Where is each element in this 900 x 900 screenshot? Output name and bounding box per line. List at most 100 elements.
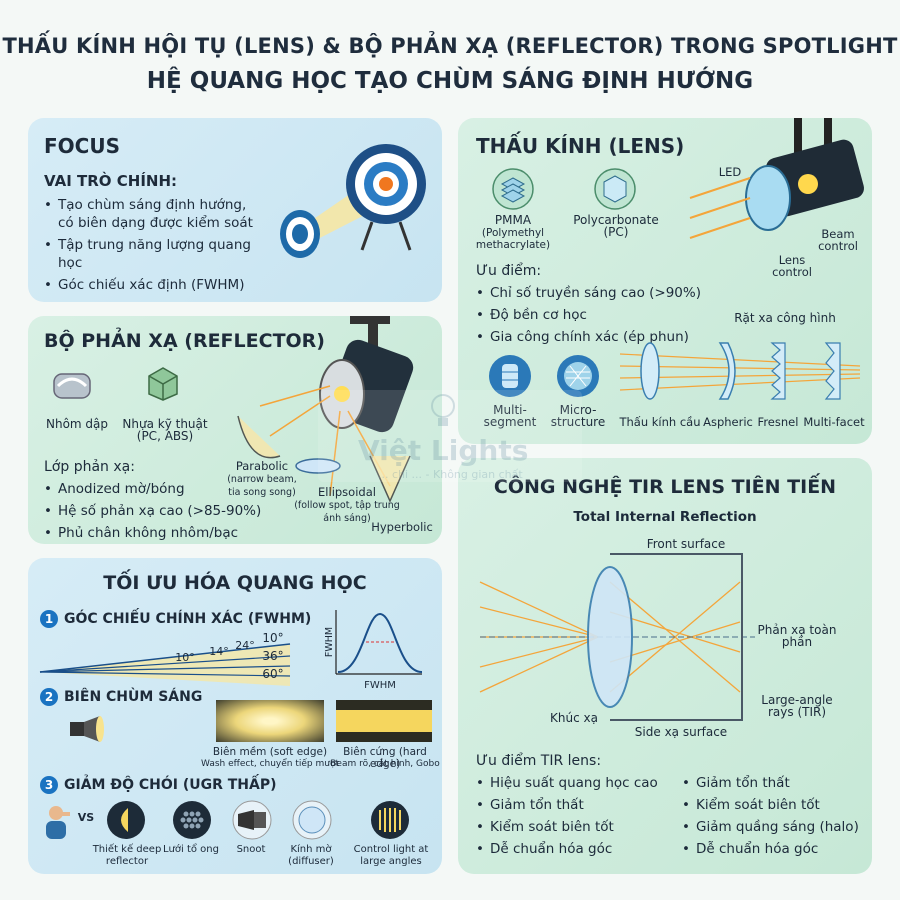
parabolic-name: Parabolic (235, 459, 289, 473)
reflector-list: Anodized mờ/bóng Hệ số phản xạ cao (>85-… (44, 480, 264, 546)
multi-segment-icon (489, 355, 531, 397)
tir-adv-item: Dễ chuẩn hóa góc (682, 840, 868, 858)
reflector-subheading: Lớp phản xạ: (44, 459, 135, 475)
spotlight-reflector-icon (237, 316, 414, 503)
ellipsoidal-note: (follow spot, tập trung ánh sáng) (294, 500, 400, 524)
vs-label: VS (77, 811, 95, 824)
beam-angle-diagram (39, 643, 291, 686)
hard-edge-swatch (336, 700, 432, 742)
lens-adv-heading: Ưu điểm: (476, 263, 542, 279)
glare-label: Lưới tổ ong (162, 844, 219, 855)
tir-adv-item: Giảm tổn thất (476, 796, 676, 814)
lens-type-label: Micro-structure (550, 403, 606, 429)
tir-adv-item: Kiểm soát biên tốt (682, 796, 868, 814)
focus-item: Góc chiếu xác định (FWHM) (44, 276, 264, 294)
step1-label: GÓC CHIẾU CHÍNH XÁC (FWHM) (64, 611, 312, 627)
micro-structure-icon (557, 355, 599, 397)
page-title-line2: HỆ QUANG HỌC TẠO CHÙM SÁNG ĐỊNH HƯỚNG (146, 68, 754, 94)
focus-item: Tạo chùm sáng định hướng, có biên dạng đ… (44, 196, 264, 232)
led-label: LED (718, 165, 742, 179)
lens-material-pmma: PMMA (494, 213, 532, 227)
lens-material-pmma-note: (Polymethyl methacrylate) (475, 227, 551, 251)
watermark-brand: Việt Lights (358, 434, 529, 467)
tir-heading: CÔNG NGHỆ TIR LENS TIÊN TIẾN (493, 476, 837, 498)
tir-adv-heading: Ưu điểm TIR lens: (476, 753, 602, 769)
angle-label: 10° (175, 651, 195, 664)
parabolic-label: Parabolic (narrow beam, tia song song) (222, 460, 302, 499)
page-title-line1: THẤU KÍNH HỘI TỤ (LENS) & BỘ PHẢN XẠ (RE… (2, 34, 898, 58)
lens-adv-list: Chỉ số truyền sáng cao (>90%) Độ bền cơ … (476, 284, 736, 350)
control-light-icon (371, 801, 409, 839)
glare-label: Kính mờ (diffuser) (288, 844, 334, 867)
lens-type-label: Multi-segment (483, 403, 537, 429)
lens-kind-label: Aspheric (703, 415, 753, 429)
tir-adv-item: Dễ chuẩn hóa góc (476, 840, 676, 858)
fwhm-axis-y: FWHM (324, 626, 335, 658)
soft-edge-note: Wash effect, chuyển tiếp mượt (201, 759, 339, 769)
honeycomb-grid-icon (173, 801, 211, 839)
reflector-material-label: Nhựa kỹ thuật (PC, ABS) (122, 417, 208, 443)
deep-reflector-icon (107, 801, 145, 839)
lens-kind-label: Multi-facet (803, 415, 865, 429)
tir-adv-item: Giảm tổn thất (682, 774, 868, 792)
reflector-material-label: Nhôm dập (45, 417, 108, 431)
ellipsoidal-label: Ellipsoidal (follow spot, tập trung ánh … (292, 486, 402, 525)
soft-edge-swatch (216, 700, 324, 742)
large-angle-label: Large-angle rays (TIR) (761, 693, 833, 719)
plastic-cube-icon (148, 367, 178, 401)
diffuser-icon (292, 800, 332, 840)
beam-control-label: Beam control (818, 227, 858, 253)
lens-adv-item: Độ bền cơ học (476, 306, 736, 324)
fwhm-axis-x: FWHM (364, 680, 396, 691)
step-number: 1 (40, 610, 58, 628)
person-glare-icon (46, 806, 70, 839)
glare-label: Thiết kế deep reflector (92, 844, 162, 867)
angle-label: 10° (262, 631, 284, 645)
step-number: 2 (40, 688, 58, 706)
tir-adv-item: Giảm quầng sáng (halo) (682, 818, 868, 836)
focus-item: Tập trung năng lượng quang học (44, 236, 264, 272)
lens-kind-label: Fresnel (757, 415, 799, 429)
tir-adv-list-2: Giảm tổn thất Kiểm soát biên tốt Giảm qu… (682, 774, 868, 862)
side-surface-label: Side xạ surface (634, 725, 728, 739)
tir-adv-list-1: Hiệu suất quang học cao Giảm tổn thất Ki… (476, 774, 676, 862)
lightbulb-icon (431, 394, 455, 426)
parabolic-note: (narrow beam, tia song song) (227, 474, 297, 498)
angle-label: 14° (209, 645, 229, 658)
angle-label: 60° (262, 667, 284, 681)
optimize-step3: 3 GIẢM ĐỘ CHÓI (UGR THẤP) (40, 776, 277, 794)
step3-label: GIẢM ĐỘ CHÓI (UGR THẤP) (64, 777, 277, 793)
ellipsoidal-name: Ellipsoidal (318, 485, 376, 499)
pc-cube-icon (594, 168, 636, 210)
optimize-step2: 2 BIÊN CHÙM SÁNG (40, 688, 202, 706)
tir-subtitle: Total Internal Reflection (573, 509, 757, 525)
step-number: 3 (40, 776, 58, 794)
step2-label: BIÊN CHÙM SÁNG (64, 689, 203, 705)
glare-label: Snoot (236, 844, 266, 855)
target-icon (280, 144, 426, 258)
focus-heading: FOCUS (44, 134, 120, 158)
tir-diagram (479, 553, 755, 721)
reflector-heading: BỘ PHẢN XẠ (REFLECTOR) (44, 330, 325, 352)
glare-label: Control light at large angles (353, 844, 429, 867)
lens-control-label: Lens control (772, 253, 812, 279)
aluminum-icon (53, 373, 91, 399)
pmma-layers-icon (492, 168, 534, 210)
range-label: Rặt xa công hình (734, 311, 836, 325)
lens-types-diagram (619, 342, 861, 400)
focus-subheading: VAI TRÒ CHÍNH: (44, 172, 178, 190)
tir-adv-item: Kiểm soát biên tốt (476, 818, 676, 836)
angle-label: 24° (235, 639, 255, 652)
focus-list: Tạo chùm sáng định hướng, có biên dạng đ… (44, 196, 264, 298)
front-surface-label: Front surface (646, 537, 726, 551)
lens-kind-label: Thấu kính cầu (619, 415, 701, 429)
full-reflection-label: Phản xạ toàn phần (757, 623, 837, 649)
tir-adv-item: Hiệu suất quang học cao (476, 774, 676, 792)
lens-heading: THẤU KÍNH (LENS) (476, 134, 685, 158)
optimize-heading: TỐI ƯU HÓA QUANG HỌC (103, 572, 367, 594)
watermark: Việt Lights ... chi ... - Không gian chấ… (318, 390, 582, 482)
fwhm-curve-chart (335, 610, 423, 675)
lens-adv-item: Gia công chính xác (ép phun) (476, 328, 736, 346)
hard-edge-note: Beam rõ, cắt hình, Gobo (330, 759, 440, 769)
optimize-step1: 1 GÓC CHIẾU CHÍNH XÁC (FWHM) (40, 610, 311, 628)
